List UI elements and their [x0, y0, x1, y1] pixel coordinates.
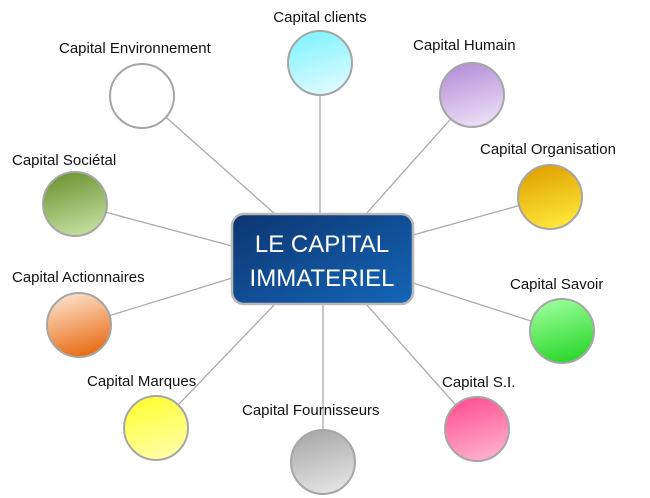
- label-capital-fournisseurs: Capital Fournisseurs: [242, 402, 380, 419]
- circle-capital-organisation: [517, 164, 583, 230]
- center-title-line2: IMMATERIEL: [250, 265, 395, 292]
- connector-capital-environnement: [165, 116, 276, 215]
- circle-capital-fournisseurs: [290, 429, 356, 495]
- label-capital-s-i: Capital S.I.: [442, 374, 515, 391]
- circle-capital-savoir: [529, 298, 595, 364]
- label-capital-societal: Capital Sociétal: [12, 152, 116, 169]
- node-capital-s-i: Capital S.I.: [442, 374, 515, 462]
- label-capital-marques: Capital Marques: [87, 373, 196, 390]
- label-capital-organisation: Capital Organisation: [480, 141, 616, 158]
- connector-capital-societal: [105, 211, 233, 247]
- node-capital-marques: Capital Marques: [87, 373, 196, 461]
- circle-capital-humain: [439, 62, 505, 128]
- node-capital-savoir: Capital Savoir: [510, 276, 603, 364]
- node-capital-organisation: Capital Organisation: [480, 141, 616, 230]
- node-capital-clients: Capital clients: [273, 9, 367, 96]
- label-capital-actionnaires: Capital Actionnaires: [12, 269, 145, 286]
- connector-capital-humain: [365, 118, 452, 215]
- connector-capital-marques: [177, 303, 276, 406]
- node-capital-fournisseurs: Capital Fournisseurs: [242, 402, 380, 495]
- circle-capital-actionnaires: [46, 292, 112, 358]
- label-capital-savoir: Capital Savoir: [510, 276, 603, 293]
- circle-capital-societal: [42, 171, 108, 237]
- node-capital-societal: Capital Sociétal: [12, 152, 116, 237]
- connector-capital-actionnaires: [109, 277, 233, 317]
- connector-capital-organisation: [412, 204, 520, 236]
- circle-capital-s-i: [444, 396, 510, 462]
- circle-capital-marques: [123, 395, 189, 461]
- node-capital-actionnaires: Capital Actionnaires: [12, 269, 145, 358]
- label-capital-environnement: Capital Environnement: [59, 40, 212, 57]
- node-capital-environnement: Capital Environnement: [59, 40, 212, 129]
- center-box: LE CAPITAL IMMATERIEL: [230, 212, 415, 306]
- circle-capital-clients: [287, 30, 353, 96]
- connector-capital-savoir: [412, 282, 532, 322]
- center-title-line1: LE CAPITAL: [255, 231, 389, 258]
- connector-capital-s-i: [365, 303, 457, 406]
- circle-capital-environnement: [109, 63, 175, 129]
- label-capital-humain: Capital Humain: [413, 37, 516, 54]
- node-capital-humain: Capital Humain: [413, 37, 516, 128]
- label-capital-clients: Capital clients: [273, 9, 366, 26]
